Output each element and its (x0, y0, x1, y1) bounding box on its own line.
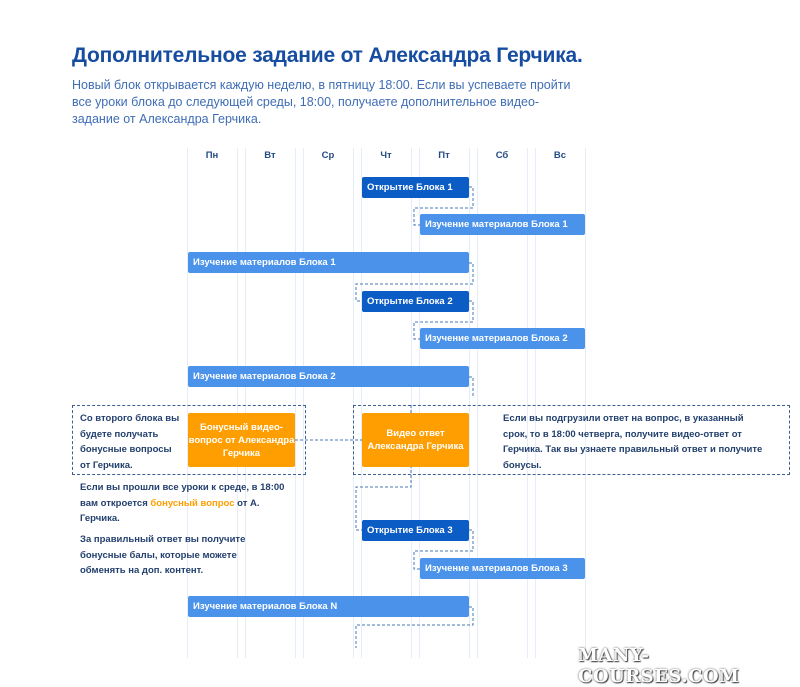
day-thu: Чт (380, 150, 392, 161)
note-second-block: Со второго блока вы будете получать бону… (80, 413, 180, 471)
note-reward: За правильный ответ вы получите бонусные… (80, 534, 246, 576)
bar-study-block-1-b: Изучение материалов Блока 1 (188, 252, 469, 273)
video-answer-label: Видео ответ Александра Герчика (367, 428, 464, 452)
bonus-question-card: Бонусный видео-вопрос от Александра Герч… (188, 413, 295, 467)
grid-line (411, 148, 412, 658)
grid-line (353, 148, 354, 658)
bonus-question-highlight: бонусный вопрос (150, 497, 235, 509)
grid-line (361, 148, 362, 658)
grid-line (585, 148, 586, 658)
day-sun: Вс (553, 150, 567, 161)
grid-line (245, 148, 246, 658)
grid-line (237, 148, 238, 658)
page-title: Дополнительное задание от Александра Гер… (72, 44, 583, 67)
bar-open-block-3: Открытие Блока 3 (362, 520, 469, 541)
video-answer-card: Видео ответ Александра Герчика (362, 413, 469, 467)
grid-line (187, 148, 188, 658)
grid-line (477, 148, 478, 658)
day-sat: Сб (495, 150, 509, 161)
bonus-question-label: Бонусный видео-вопрос от Александра Герч… (188, 421, 295, 459)
day-wed: Ср (321, 150, 335, 161)
note-text: от А. Герчика. (80, 497, 260, 525)
grid-line (419, 148, 420, 658)
note-wednesday: Если вы прошли все уроки к среде, в 18:0… (80, 480, 300, 527)
day-tue: Вт (264, 150, 276, 161)
grid-line (469, 148, 470, 658)
day-mon: Пн (205, 150, 219, 161)
watermark: MANY-COURSES.COM (578, 645, 740, 687)
grid-line (295, 148, 296, 658)
intro-text: Новый блок открывается каждую неделю, в … (72, 78, 571, 126)
bonus-question-box (72, 405, 306, 475)
grid-line (303, 148, 304, 658)
note-video-answer: Если вы подгрузили ответ на вопрос, в ук… (503, 413, 763, 471)
bar-open-block-2: Открытие Блока 2 (362, 291, 469, 312)
bar-study-block-2-b: Изучение материалов Блока 2 (188, 366, 469, 387)
bar-study-block-1-a: Изучение материалов Блока 1 (420, 214, 585, 235)
bar-study-block-2-a: Изучение материалов Блока 2 (420, 328, 585, 349)
bar-study-block-3: Изучение материалов Блока 3 (420, 558, 585, 579)
note-text: Если вы прошли все уроки к среде, в 18:0… (80, 482, 285, 509)
grid-line (527, 148, 528, 658)
day-fri: Пт (438, 150, 450, 161)
bar-study-block-n: Изучение материалов Блока N (188, 596, 469, 617)
grid-line (535, 148, 536, 658)
video-answer-box (353, 405, 790, 475)
bar-open-block-1: Открытие Блока 1 (362, 177, 469, 198)
